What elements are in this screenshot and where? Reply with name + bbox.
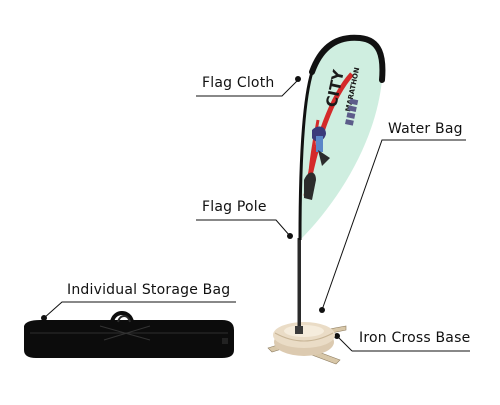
flag-pole-label: Flag Pole	[202, 199, 267, 215]
flag-pole-sleeve	[298, 71, 314, 241]
storage-bag-label: Individual Storage Bag	[67, 282, 231, 298]
flag-pole-dot	[287, 233, 293, 239]
water-bag	[273, 322, 335, 356]
flag-pole	[295, 238, 303, 334]
iron-base-dot	[334, 333, 340, 339]
iron-base-leader-tick	[337, 336, 353, 352]
leader-dots	[41, 76, 340, 339]
flag-cloth: CITY MARATHON	[298, 34, 386, 241]
leader-lines	[43, 79, 470, 352]
flag-cloth-label: Flag Cloth	[202, 75, 275, 91]
bag-handle	[110, 311, 134, 323]
water-bag-leader	[321, 139, 466, 311]
water-bag-dot	[319, 307, 325, 313]
water-bag-label: Water Bag	[388, 121, 463, 137]
storage-bag-dot	[41, 315, 47, 321]
flag-cloth-leader	[196, 79, 299, 97]
iron-cross-base-label: Iron Cross Base	[359, 330, 471, 346]
storage-bag-leader	[43, 301, 236, 319]
flag-pole-leader	[196, 219, 291, 237]
flag-sleeve	[309, 34, 386, 83]
flag-cloth-dot	[295, 76, 301, 82]
storage-bag	[24, 311, 234, 358]
